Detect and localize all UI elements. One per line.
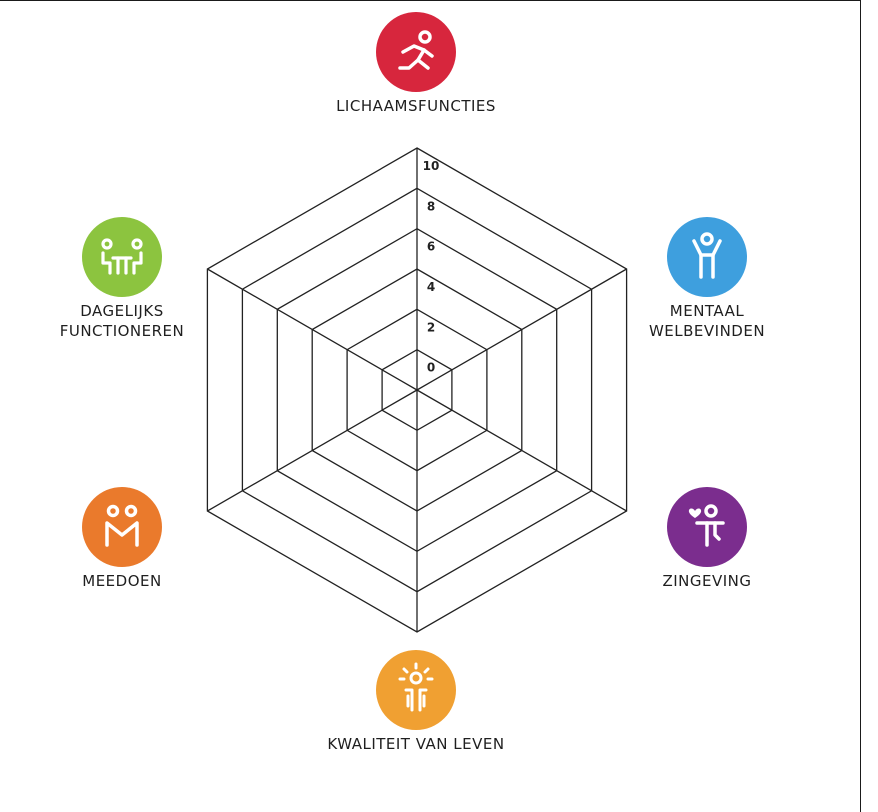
tick-label-2: 2 (427, 320, 435, 334)
tick-label-10: 10 (423, 159, 440, 173)
axis-label-kwaliteit-van-leven: KWALITEIT VAN LEVEN (296, 734, 536, 754)
tick-label-6: 6 (427, 240, 435, 254)
axis-label-meedoen: MEEDOEN (2, 571, 242, 591)
tick-label-8: 8 (427, 199, 435, 213)
tick-label-4: 4 (427, 280, 435, 294)
axis-label-lichaamsfuncties: LICHAAMSFUNCTIES (296, 96, 536, 116)
axis-label-line: LICHAAMSFUNCTIES (336, 97, 496, 115)
right-border (860, 0, 861, 812)
tick-label-0: 0 (427, 361, 435, 375)
radar-spoke-2 (416, 389, 627, 512)
axis-label-line: FUNCTIONEREN (59, 322, 185, 340)
people-at-table-icon (82, 217, 162, 297)
axis-label-line: MENTAAL (669, 302, 745, 320)
axis-label-dagelijks-functioneren: DAGELIJKS FUNCTIONEREN (2, 301, 242, 341)
axis-label-zingeving: ZINGEVING (587, 571, 827, 591)
axis-label-line: KWALITEIT VAN LEVEN (327, 735, 505, 753)
person-with-heart-icon (667, 487, 747, 567)
running-person-icon (376, 12, 456, 92)
axis-label-mentaal-welbevinden: MENTAAL WELBEVINDEN (587, 301, 827, 341)
axis-label-line: MEEDOEN (82, 572, 162, 590)
sun-person-icon (376, 650, 456, 730)
radar-spoke-1 (416, 268, 627, 391)
radar-tick-labels: 0 2 4 6 8 10 (423, 159, 440, 375)
axis-label-line: ZINGEVING (662, 572, 752, 590)
axis-label-line: WELBEVINDEN (648, 322, 766, 340)
two-people-icon (82, 487, 162, 567)
radar-spokes (207, 148, 627, 632)
radar-spoke-5 (207, 268, 418, 391)
axis-label-line: DAGELIJKS (80, 302, 164, 320)
cheering-person-icon (667, 217, 747, 297)
top-border (0, 0, 860, 1)
radar-spoke-4 (207, 389, 418, 512)
